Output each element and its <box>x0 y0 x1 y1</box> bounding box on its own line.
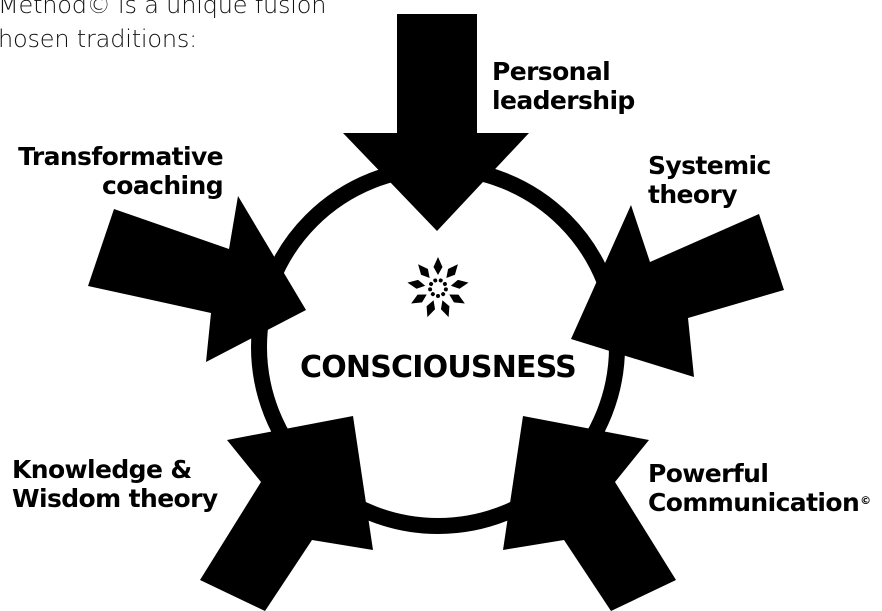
label-powerful-communication-line-2: Communication <box>648 488 860 517</box>
arrow-transformative-coaching <box>88 196 306 362</box>
label-transformative-coaching-line-1: Transformative <box>18 142 223 171</box>
label-transformative-coaching: Transformative coaching <box>8 142 223 200</box>
copyright-mark: © <box>860 494 871 507</box>
arrow-personal-leadership <box>343 14 529 231</box>
sunburst-petal <box>449 294 465 304</box>
sunburst-dots <box>428 278 448 298</box>
sunburst-petal <box>418 264 430 279</box>
label-personal-leadership: Personal leadership <box>492 57 635 115</box>
label-systemic-theory: Systemic theory <box>648 151 771 209</box>
arrow-powerful-communication <box>503 416 676 611</box>
label-personal-leadership-line-1: Personal <box>492 57 611 86</box>
label-powerful-communication-line-1: Powerful <box>648 459 769 488</box>
sunburst-dot <box>438 278 443 283</box>
sunburst-petal <box>446 264 458 279</box>
sunburst-icon <box>407 257 469 318</box>
consciousness-label: CONSCIOUSNESS <box>300 350 577 385</box>
sunburst-dot <box>429 282 434 286</box>
sunburst-dot <box>443 287 448 292</box>
intro-line-2: hosen traditions: <box>0 25 198 53</box>
label-personal-leadership-line-2: leadership <box>492 86 635 115</box>
label-knowledge-wisdom: Knowledge & Wisdom theory <box>12 455 218 513</box>
sunburst-petal <box>440 300 450 318</box>
sunburst-dot <box>442 282 447 286</box>
sunburst-petal <box>426 300 436 318</box>
sunburst-dot <box>433 278 438 283</box>
intro-line-1: Method© is a unique fusion <box>0 0 327 19</box>
sunburst-petal <box>411 294 427 304</box>
arrow-knowledge-wisdom <box>200 416 373 611</box>
sunburst-dot <box>436 294 440 298</box>
sunburst-petals <box>407 257 469 318</box>
sunburst-dot <box>430 292 435 297</box>
label-powerful-communication-line-2-wrap: Communication© <box>648 488 871 517</box>
label-transformative-coaching-line-2: coaching <box>102 171 224 200</box>
label-systemic-theory-line-1: Systemic <box>648 151 771 180</box>
label-knowledge-wisdom-line-2: Wisdom theory <box>12 484 218 513</box>
arrow-systemic-theory <box>571 205 784 377</box>
label-powerful-communication: Powerful Communication© <box>648 459 871 517</box>
sunburst-dot <box>441 292 446 297</box>
sunburst-petal <box>407 279 426 289</box>
sunburst-petal <box>433 257 443 275</box>
sunburst-petal <box>450 279 469 289</box>
intro-text: Method© is a unique fusion hosen traditi… <box>0 0 326 56</box>
sunburst-dot <box>428 287 433 292</box>
label-knowledge-wisdom-line-1: Knowledge & <box>12 455 192 484</box>
label-systemic-theory-line-2: theory <box>648 180 738 209</box>
